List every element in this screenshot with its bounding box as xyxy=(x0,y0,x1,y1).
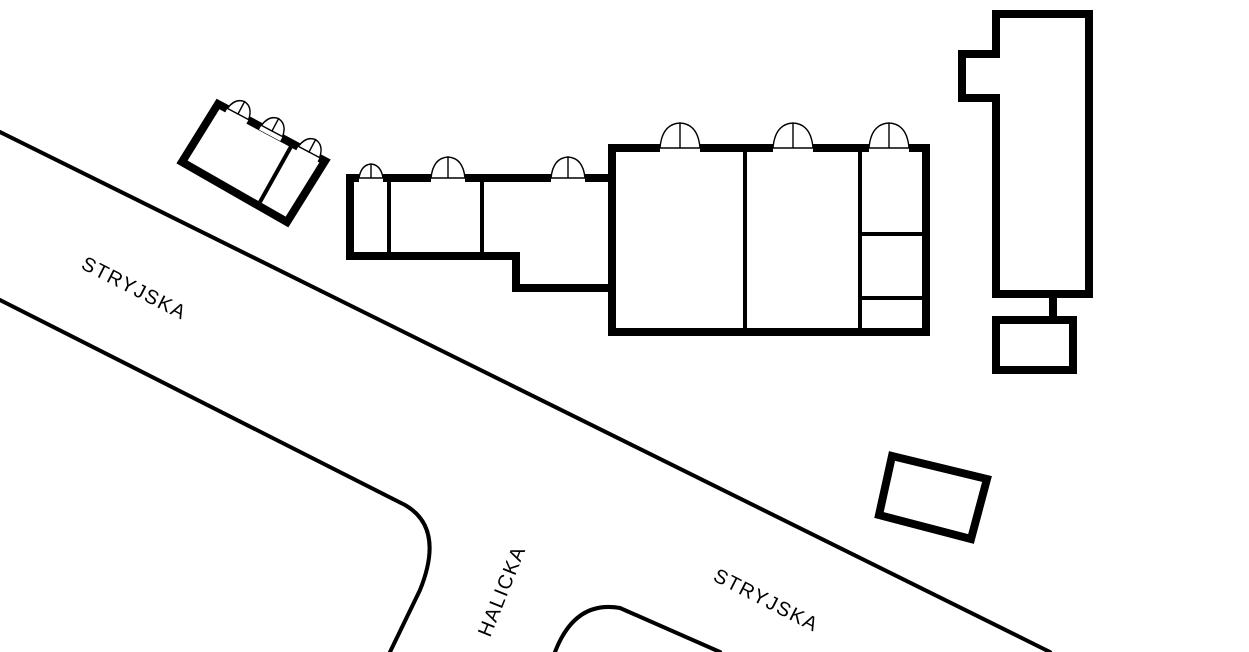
building-pavilion-outline xyxy=(874,451,992,544)
stryjska-south-curb xyxy=(0,298,432,652)
street-label-stryjska-west: STRYJSKA xyxy=(78,253,190,325)
door-icon xyxy=(358,163,384,183)
building-tall-outline xyxy=(958,10,1093,298)
building-small-tilted xyxy=(176,98,331,228)
door-icon xyxy=(296,137,322,163)
building-tall-annex xyxy=(992,316,1077,374)
door-icon xyxy=(550,156,586,183)
stryjska-north-curb xyxy=(0,130,1052,652)
building-stepped xyxy=(346,156,616,292)
building-tall xyxy=(958,10,1093,374)
door-icon xyxy=(259,116,285,142)
door-icon xyxy=(659,122,701,153)
halicka-east-curb xyxy=(553,605,722,652)
door-icon xyxy=(868,122,910,153)
building-large xyxy=(608,122,930,336)
door-icon xyxy=(772,122,814,153)
building-small-tilted-outline xyxy=(176,98,331,228)
streets xyxy=(0,130,1052,652)
building-pavilion xyxy=(874,451,992,544)
door-icon xyxy=(430,156,466,183)
street-label-stryjska-east: STRYJSKA xyxy=(710,565,822,637)
building-small-tilted-partition xyxy=(258,142,295,203)
building-large-outline xyxy=(608,144,930,336)
street-label-halicka: HALICKA xyxy=(474,543,530,640)
door-icon xyxy=(225,99,251,125)
